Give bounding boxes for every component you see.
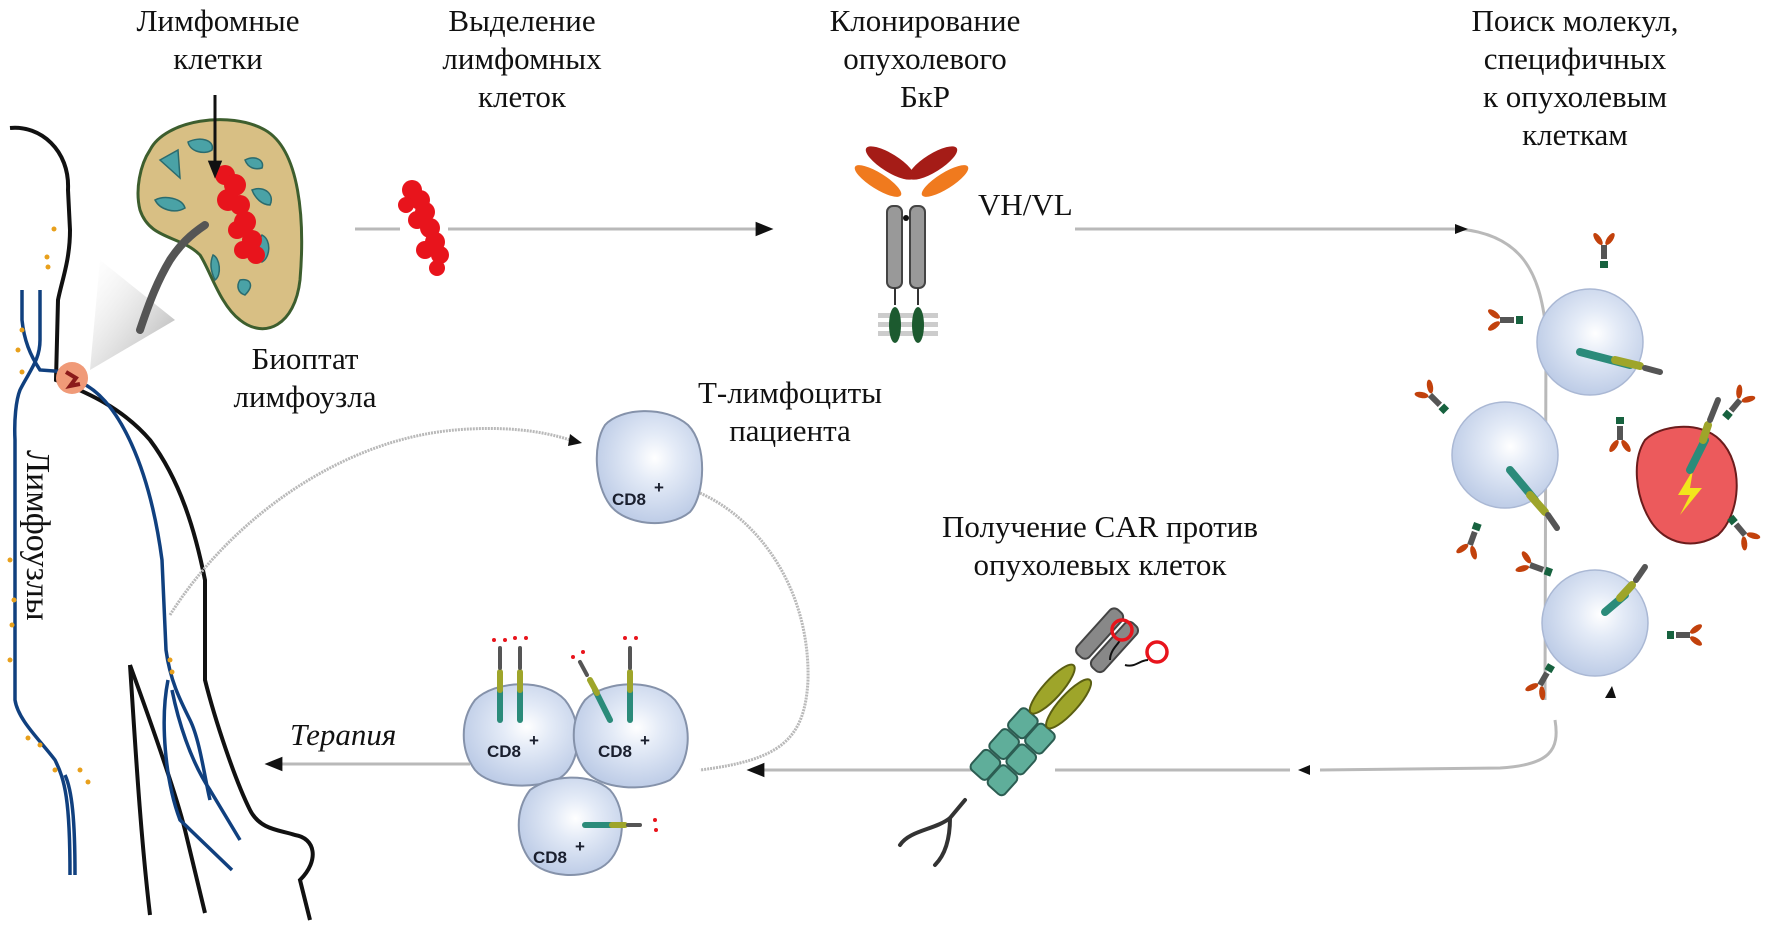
cd8-plus: + [654,478,664,497]
t-cell-icon [517,776,623,876]
label-vh-vl: VH/VL [978,187,1073,222]
cd8-label: CD8 [598,742,632,761]
cd8-label: CD8 [487,742,521,761]
flow-arrow-tcell-out [699,491,810,772]
cd8-plus: + [529,731,539,750]
cd8-label: CD8 [533,848,567,867]
lightning-icon [1678,470,1702,515]
lymph-node-dots [7,226,175,785]
label-lymphoma-cells: Лимфомные клетки [136,3,300,76]
flow-arrow-tcell-in [168,426,571,616]
cd8-plus: + [640,731,650,750]
b-cell-receptor-icon [854,146,969,343]
chimeric-antigen-receptor-icon [898,607,1169,867]
arrow-tip [1455,224,1468,234]
label-cloning: Клонирование опухолевого БкР [829,3,1021,114]
t-cell-screening-group [1411,231,1764,703]
label-t-lymphocytes: Т-лимфоциты пациента [697,375,883,448]
label-car-production: Получение CAR против опухолевых клеток [942,509,1258,582]
cd8-label: CD8 [612,490,646,509]
label-therapy: Терапия [290,717,397,752]
t-cell-icon [1451,401,1559,509]
cd8-plus: + [575,837,585,856]
lymph-node-icon [136,118,304,334]
lymphatic-vessels [13,290,242,876]
biopsy-lymph-node-icon [56,362,88,394]
label-biopsy: Биоптат лимфоузла [233,341,377,414]
label-isolation: Выделение лимфомных клеток [442,3,602,114]
label-lymph-nodes: Лимфоузлы [19,450,56,621]
car-t-cells-group: CD8 + CD8 + CD8 + [462,636,689,876]
label-search: Поиск молекул, специфичных к опухолевым … [1471,3,1679,152]
flow-arrow-bottom-1 [1319,719,1558,772]
tumor-cell-cluster-icon [398,180,449,276]
patient-t-cell-icon: CD8 + [595,410,704,525]
magnification-cone [90,260,175,370]
t-cell-icon [1536,288,1644,396]
